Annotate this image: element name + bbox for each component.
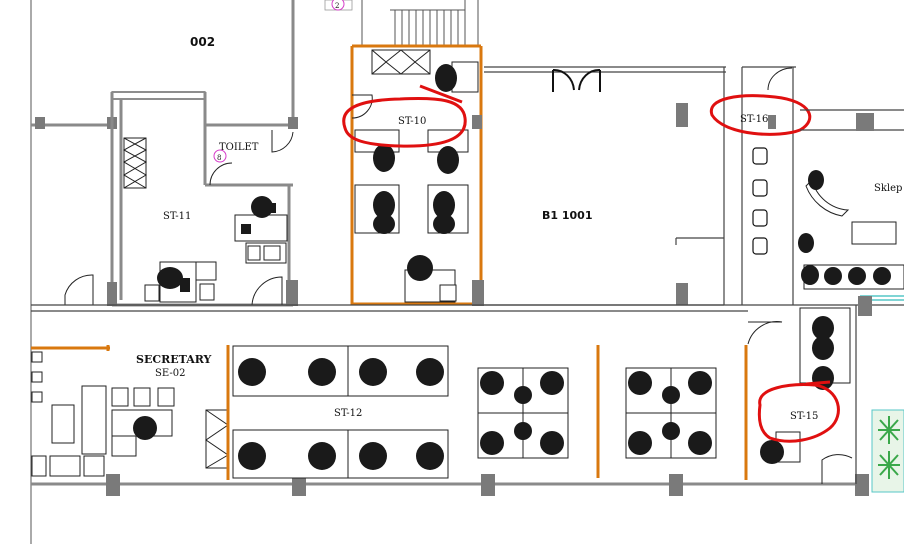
workstation-cluster-2 xyxy=(625,367,717,459)
annotation-st-15-tail xyxy=(805,380,831,386)
room-label-002: 002 xyxy=(190,35,215,49)
workstation-cluster-1 xyxy=(477,367,569,459)
corridor xyxy=(31,296,904,496)
toilet: TOILET 8 xyxy=(209,130,294,186)
annotation-st-10 xyxy=(342,96,467,148)
room-st-16: ST-16 xyxy=(740,66,796,305)
room-label-st-15: ST-15 xyxy=(790,411,818,422)
toilet-badge: 8 xyxy=(217,154,221,162)
room-label-st-12: ST-12 xyxy=(334,408,362,419)
door-left xyxy=(64,274,94,305)
room-st-15: ST-15 xyxy=(744,305,857,484)
room-b1-1001: B1 1001 xyxy=(484,66,726,306)
room-label-st-10: ST-10 xyxy=(398,116,426,127)
annotation-st-16 xyxy=(709,94,812,136)
column xyxy=(472,115,482,129)
column xyxy=(472,280,484,306)
badge-2: 2 xyxy=(324,0,353,11)
planter xyxy=(871,409,904,493)
room-label-se-02: SE-02 xyxy=(155,368,185,379)
room-label-st-16: ST-16 xyxy=(740,114,768,125)
staircase xyxy=(361,0,479,46)
door-st11 xyxy=(251,276,283,306)
room-label-sklep: Sklep xyxy=(874,183,902,194)
badge-2-label: 2 xyxy=(335,2,339,10)
annotation-st-10-tail xyxy=(419,84,463,104)
room-label-secretary: SECRETARY xyxy=(136,353,212,366)
annotation-st-15 xyxy=(757,383,840,443)
room-label-b1-1001: B1 1001 xyxy=(542,209,592,222)
room-secretary: SECRETARY SE-02 xyxy=(31,345,230,480)
room-sklep: Sklep xyxy=(798,109,904,301)
room-002: 002 xyxy=(31,0,298,129)
toilet-label: TOILET xyxy=(219,142,259,153)
room-label-st-11: ST-11 xyxy=(163,211,191,222)
room-st-12: ST-12 xyxy=(232,345,449,479)
room-st-10: ST-10 xyxy=(350,44,483,306)
